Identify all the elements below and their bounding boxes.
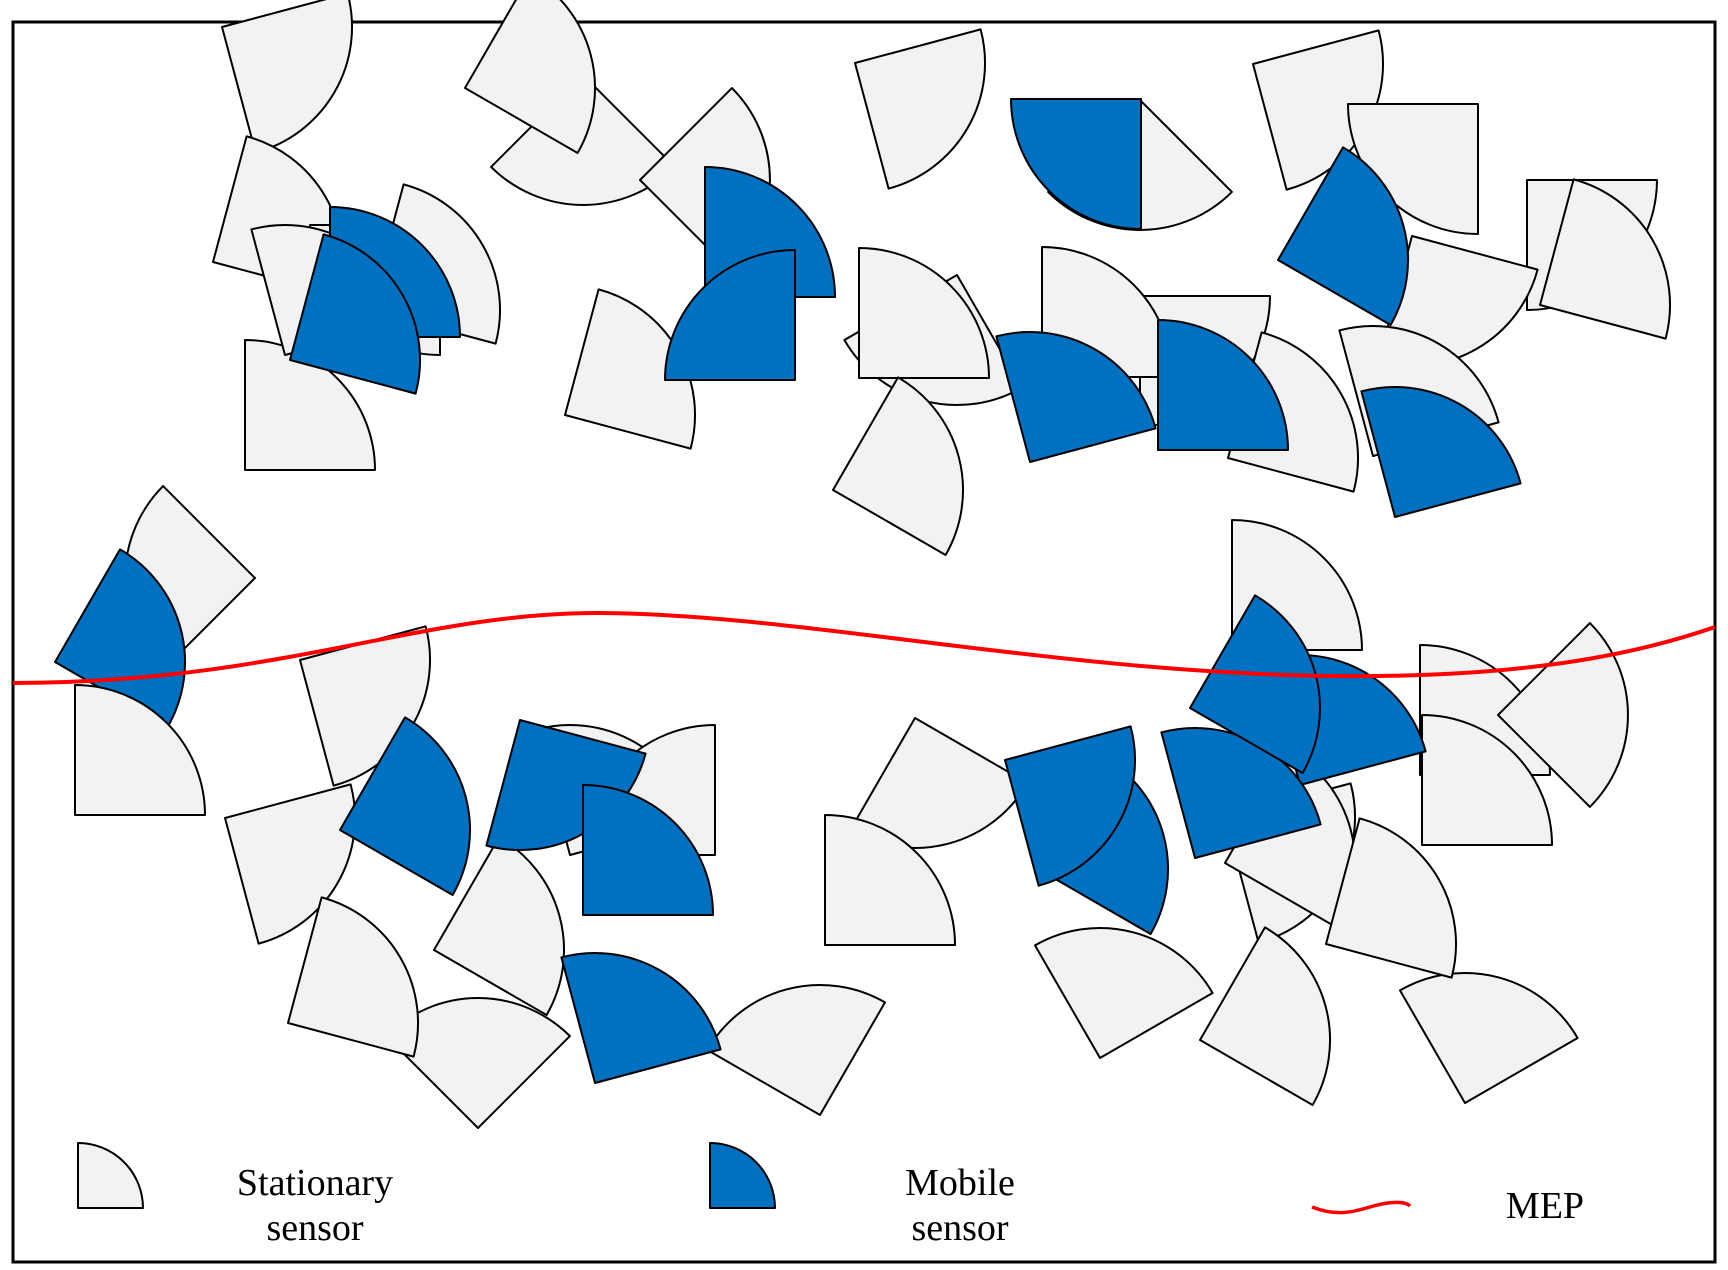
stationary-sensor xyxy=(1199,926,1331,1106)
stationary-sensor xyxy=(221,0,353,154)
legend-mep-label: MEP xyxy=(1506,1185,1584,1227)
stationary-sensor xyxy=(706,984,886,1116)
mobile-sensor xyxy=(54,548,186,728)
stationary-sensor xyxy=(244,339,376,471)
mobile-sensor xyxy=(339,716,471,896)
stationary-sensor xyxy=(287,896,419,1058)
mobile-sensor xyxy=(1157,319,1289,451)
stationary-sensor xyxy=(1497,622,1629,808)
stationary-sensor xyxy=(1399,972,1579,1104)
stationary-sensor xyxy=(74,684,206,816)
mobile-sensor xyxy=(560,952,722,1084)
legend-stationary-label-line1: Stationary xyxy=(237,1162,393,1204)
mobile-sensor xyxy=(582,784,714,916)
legend-mobile-label-line2: sensor xyxy=(911,1207,1008,1249)
stationary-sensor xyxy=(1325,817,1457,979)
mobile-sensor xyxy=(289,233,421,395)
mobile-sensor xyxy=(1277,146,1409,326)
mep-path xyxy=(12,610,1716,685)
legend: Stationary sensor Mobile sensor MEP xyxy=(77,1142,1584,1249)
stationary-sensor xyxy=(464,0,596,154)
mobile-sensor xyxy=(664,249,796,381)
mobile-sensor xyxy=(1004,725,1136,887)
stationary-sensor xyxy=(1034,927,1214,1059)
mobile-sensor xyxy=(995,331,1157,463)
legend-mep-line xyxy=(1311,1200,1412,1215)
legend-stationary-label-line2: sensor xyxy=(266,1207,363,1249)
diagram-frame xyxy=(11,20,1717,1264)
stationary-sensor xyxy=(824,814,956,946)
stationary-sensor xyxy=(1539,178,1671,340)
mobile-sensor xyxy=(1010,98,1142,230)
legend-stationary-icon xyxy=(77,1142,144,1209)
stationary-sensor xyxy=(858,247,990,379)
stationary-sensor xyxy=(854,28,986,190)
stationary-sensor xyxy=(1421,714,1553,846)
legend-mobile-label-line1: Mobile xyxy=(905,1162,1015,1204)
legend-mobile-icon xyxy=(709,1142,776,1209)
stationary-sensor xyxy=(832,376,964,556)
sensor-field xyxy=(54,0,1671,1129)
mobile-sensor xyxy=(1360,386,1522,518)
